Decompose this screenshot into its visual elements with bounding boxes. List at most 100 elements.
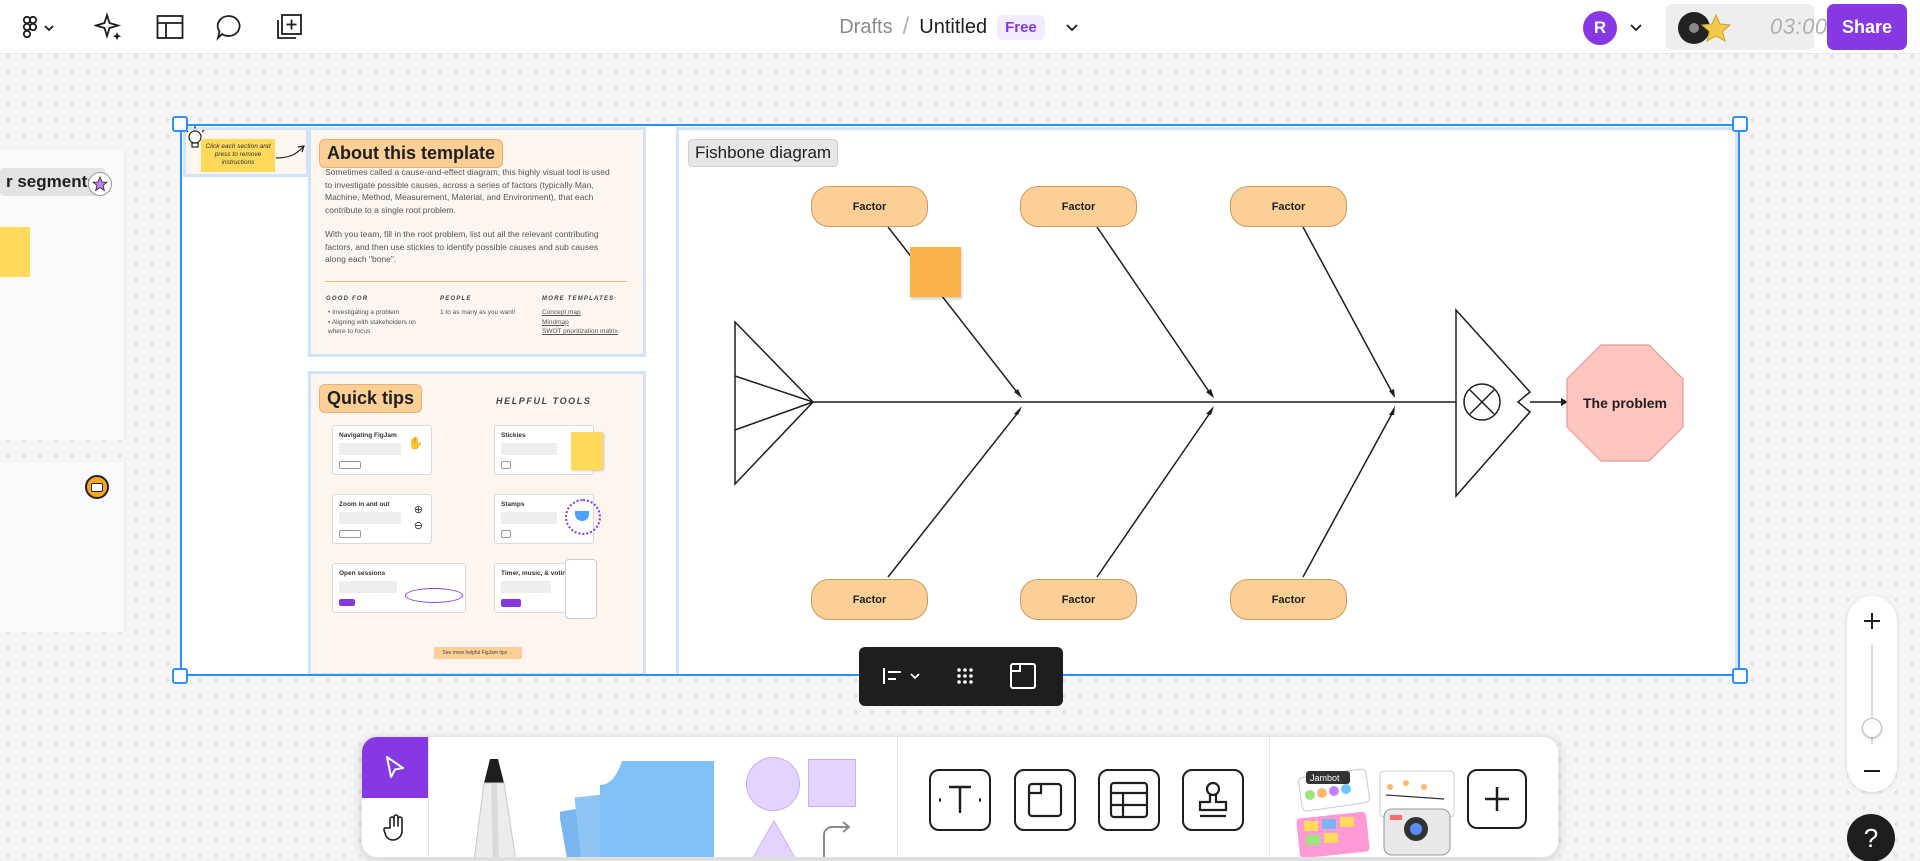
- user-avatar[interactable]: R: [1583, 11, 1617, 45]
- about-description: Sometimes called a cause-and-effect diag…: [325, 166, 615, 266]
- toolbar-divider: [1269, 737, 1270, 857]
- cursor-arrow-icon: [386, 756, 404, 778]
- tip-card-title: Open sessions: [339, 570, 386, 577]
- plan-badge[interactable]: Free: [997, 14, 1045, 40]
- resize-handle-bottom-left[interactable]: [172, 668, 188, 684]
- resize-handle-top-right[interactable]: [1732, 116, 1748, 132]
- template-link-concept-map[interactable]: Concept map: [542, 309, 581, 316]
- more-tools-button[interactable]: [1467, 769, 1527, 829]
- breadcrumb-drafts[interactable]: Drafts: [839, 15, 893, 38]
- factor-top-2[interactable]: Factor: [1020, 186, 1137, 227]
- tip-card-zoom[interactable]: Zoom in and out ⊕ ⊖: [332, 494, 432, 544]
- table-tool[interactable]: [1098, 769, 1160, 831]
- add-page-button[interactable]: [272, 10, 306, 44]
- bone-bottom-2[interactable]: [1096, 409, 1213, 578]
- zoom-controls: [1847, 596, 1897, 792]
- file-title[interactable]: Untitled: [919, 15, 988, 38]
- tip-card-stamps[interactable]: Stamps: [494, 494, 601, 544]
- breadcrumb-separator: /: [902, 13, 910, 40]
- arrowhead: [1561, 398, 1568, 406]
- template-link-mindmap[interactable]: Mindmap: [542, 318, 569, 326]
- align-left-icon[interactable]: [881, 665, 923, 687]
- resize-handle-top-left[interactable]: [172, 116, 188, 132]
- factor-top-3[interactable]: Factor: [1230, 186, 1347, 227]
- sticky-note[interactable]: [0, 227, 30, 277]
- hand-tool[interactable]: [362, 798, 428, 857]
- zoom-slider-handle[interactable]: [1862, 718, 1882, 738]
- text-tool[interactable]: [929, 769, 991, 831]
- marker-pen-icon[interactable]: [466, 757, 528, 858]
- tip-card-title: Navigating FigJam: [339, 432, 397, 439]
- music-disc-icon[interactable]: [1676, 10, 1740, 46]
- lightbulb-icon: [185, 126, 205, 148]
- helpful-tools-heading: HELPFUL TOOLS: [496, 396, 592, 406]
- fishbone-section[interactable]: [676, 127, 1738, 675]
- about-paragraph-1: Sometimes called a cause-and-effect diag…: [325, 167, 610, 215]
- factor-bottom-2[interactable]: Factor: [1020, 579, 1137, 620]
- factor-bottom-3[interactable]: Factor: [1230, 579, 1347, 620]
- square-shape-tool[interactable]: [808, 759, 856, 807]
- chevron-down-icon[interactable]: [1627, 18, 1645, 36]
- timer-panel-mini: [565, 559, 597, 619]
- join-button-mini: [339, 599, 355, 606]
- comments-button[interactable]: [212, 10, 246, 44]
- fish-tail[interactable]: [734, 320, 815, 486]
- plus-icon: [1485, 787, 1509, 811]
- sticky-note-stack-icon[interactable]: [560, 761, 720, 858]
- main-menu-button[interactable]: [14, 10, 62, 44]
- select-tool[interactable]: [362, 737, 428, 798]
- section-icon: [1027, 782, 1063, 818]
- section-label[interactable]: r segments: [0, 168, 105, 196]
- help-button[interactable]: ?: [1847, 814, 1895, 861]
- factor-bottom-1[interactable]: Factor: [811, 579, 928, 620]
- arrowhead: [1206, 406, 1214, 415]
- toolbar-divider: [428, 737, 429, 857]
- ai-sparkle-button[interactable]: [92, 10, 126, 44]
- circle-shape-tool[interactable]: [746, 757, 800, 811]
- good-for-heading: GOOD FOR: [326, 296, 369, 302]
- stamp-wheel-icon: [565, 499, 601, 535]
- zoom-out-icon[interactable]: [1861, 760, 1883, 782]
- triangle-shape-tool[interactable]: [748, 819, 800, 858]
- instructions-sticky[interactable]: Click each section and press to remove i…: [201, 139, 275, 172]
- share-button[interactable]: Share: [1827, 4, 1907, 50]
- connector-arrow-icon[interactable]: [820, 819, 854, 858]
- problem-label[interactable]: The problem: [1582, 395, 1667, 411]
- factor-top-1[interactable]: Factor: [811, 186, 928, 227]
- tip-card-title: Stickies: [501, 432, 526, 439]
- table-icon: [1109, 781, 1149, 819]
- star-stamp-icon[interactable]: [88, 172, 112, 196]
- template-link-swot[interactable]: SWOT prioritization matrix: [542, 328, 618, 335]
- problem-shape[interactable]: [1566, 344, 1684, 462]
- bone-bottom-3[interactable]: [1302, 409, 1395, 578]
- top-bar: Drafts / Untitled Free R 03:00 Share: [0, 0, 1920, 54]
- jambot-widget-icon[interactable]: Jambot: [1296, 765, 1376, 858]
- tip-card-stickies[interactable]: Stickies: [494, 425, 603, 475]
- resize-handle-bottom-right[interactable]: [1732, 668, 1748, 684]
- grid-dots-icon[interactable]: [954, 665, 976, 687]
- section-tool[interactable]: [1014, 769, 1076, 831]
- tail-fin-line: [734, 401, 814, 431]
- zoom-slider-track[interactable]: [1871, 644, 1873, 744]
- chevron-down-icon[interactable]: [1063, 18, 1081, 36]
- bone-top-3[interactable]: [1302, 226, 1395, 397]
- camera-stamp-icon[interactable]: [85, 475, 109, 499]
- more-tips-button[interactable]: See more helpful FigJam tips →: [434, 647, 522, 659]
- bone-bottom-1[interactable]: [887, 409, 1021, 578]
- templates-button[interactable]: [153, 10, 187, 44]
- bone-top-2[interactable]: [1096, 226, 1213, 397]
- about-paragraph-2: With you team, fill in the root problem,…: [325, 229, 599, 264]
- tip-card-timer[interactable]: Timer, music, & voting: [494, 559, 597, 619]
- fish-head[interactable]: [1455, 308, 1532, 498]
- zoom-out-icon: ⊖: [413, 520, 423, 532]
- section-frame-icon[interactable]: [1009, 662, 1037, 690]
- tip-card-open-sessions[interactable]: Open sessions: [332, 563, 466, 613]
- tip-card-navigating[interactable]: Navigating FigJam ✋: [332, 425, 432, 475]
- cause-sticky-note[interactable]: [910, 247, 961, 297]
- photo-camera-widget-icon[interactable]: [1376, 769, 1460, 857]
- zoom-in-icon[interactable]: [1861, 610, 1883, 632]
- stamp-tool[interactable]: [1182, 769, 1244, 831]
- people-text: 1 to as many as you want!: [440, 309, 516, 316]
- highlight-ellipse: [405, 588, 463, 603]
- offscreen-section: [0, 150, 125, 440]
